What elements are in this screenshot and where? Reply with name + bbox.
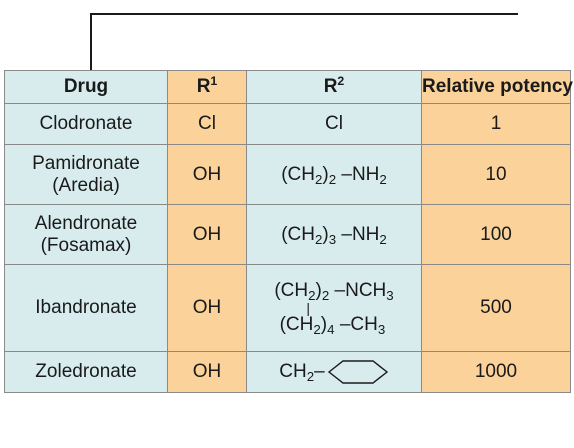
r1-cell: OH [167,351,247,393]
r1-cell: OH [167,264,247,352]
r2-formula-line2: (CH2)4 –CH3 [279,314,386,337]
r2-cell: CH2– [246,351,422,393]
r2-formula: (CH2)2 –NH2 [281,163,387,187]
r2-cell: (CH2)2 –NH2 [246,144,422,205]
r2-formula-ring: CH2– [279,358,388,386]
connector-line-horizontal [90,13,518,15]
r2-formula-branched: (CH2)2 –NCH3 | (CH2)4 –CH3 [274,280,393,336]
potency-cell: 100 [421,204,571,265]
r2-cell: (CH2)2 –NCH3 | (CH2)4 –CH3 [246,264,422,352]
r1-cell: OH [167,204,247,265]
drug-name-cell: Pamidronate (Aredia) [4,144,168,205]
table-row: Alendronate (Fosamax) OH (CH2)3 –NH2 100 [4,204,571,265]
header-drug: Drug [4,70,168,104]
drug-name-cell: Zoledronate [4,351,168,393]
r2-cell: Cl [246,103,422,145]
potency-cell: 1 [421,103,571,145]
header-relative-potency: Relative potency [421,70,573,104]
r1-cell: Cl [167,103,247,145]
drug-name-cell: Ibandronate [4,264,168,352]
potency-cell: 1000 [421,351,571,393]
bisphosphonate-potency-table: Drug R1 R2 Relative potency Clodronate C… [4,70,573,393]
r2-cell: (CH2)3 –NH2 [246,204,422,265]
branch-bond: | [306,300,310,316]
r2-formula-line1: (CH2)2 –NCH3 [274,280,394,304]
header-r1: R1 [167,70,247,104]
potency-cell: 10 [421,144,571,205]
table-row: Clodronate Cl Cl 1 [4,103,571,145]
r2-formula: (CH2)3 –NH2 [281,223,387,247]
header-r2: R2 [246,70,422,104]
table-row: Zoledronate OH CH2– 1000 [4,351,571,393]
pentagon-ring-icon [327,360,388,384]
r1-cell: OH [167,144,247,205]
table-header-row: Drug R1 R2 Relative potency [4,70,573,104]
potency-cell: 500 [421,264,571,352]
connector-line-vertical [90,13,92,71]
drug-name-cell: Clodronate [4,103,168,145]
table-row: Pamidronate (Aredia) OH (CH2)2 –NH2 10 [4,144,571,205]
drug-name-cell: Alendronate (Fosamax) [4,204,168,265]
table-row: Ibandronate OH (CH2)2 –NCH3 | (CH2)4 –CH… [4,264,571,352]
